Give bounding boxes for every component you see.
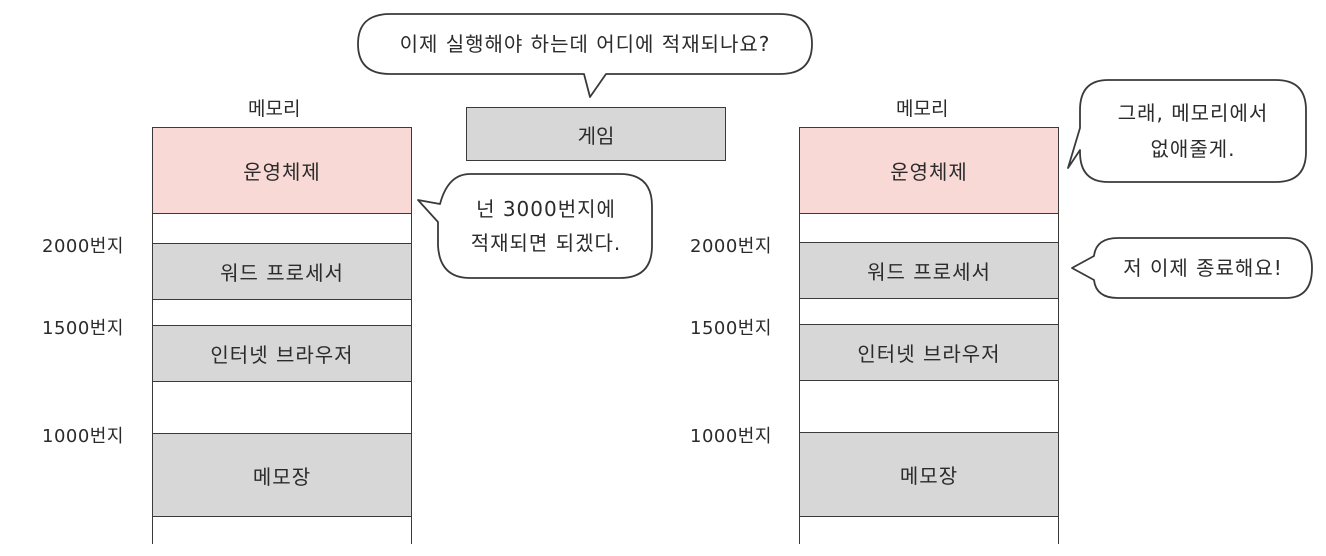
- right-empty-block-3: [800, 380, 1058, 432]
- right-top-bubble-line1: 그래, 메모리에서: [1117, 101, 1269, 125]
- right-notepad-label: 메모장: [899, 464, 959, 488]
- right-word-label: 워드 프로세서: [867, 260, 991, 284]
- left-word-block: 워드 프로세서: [153, 243, 411, 299]
- left-notepad-block: 메모장: [153, 433, 411, 516]
- right-empty-block-4: [800, 516, 1058, 544]
- left-browser-label: 인터넷 브라우저: [210, 343, 354, 367]
- left-address-1000: 1000번지: [42, 426, 124, 447]
- left-os-block: 운영체제: [153, 128, 411, 213]
- right-address-2000: 2000번지: [690, 236, 772, 257]
- left-empty-block-4: [153, 516, 411, 544]
- right-browser-block: 인터넷 브라우저: [800, 324, 1058, 380]
- right-address-1500: 1500번지: [690, 318, 772, 339]
- right-empty-block-2: [800, 298, 1058, 324]
- left-address-1500: 1500번지: [42, 318, 124, 339]
- left-bubble-line1: 넌 3000번지에: [476, 197, 616, 221]
- top-bubble-text: 이제 실행해야 하는데 어디에 적재되나요?: [399, 32, 771, 56]
- left-empty-block-2: [153, 299, 411, 325]
- right-memory-title: 메모리: [896, 98, 949, 120]
- right-browser-label: 인터넷 브라우저: [857, 342, 1001, 366]
- right-top-bubble-shape: [1067, 79, 1307, 183]
- right-memory-column: 운영체제 워드 프로세서 인터넷 브라우저 메모장: [799, 127, 1059, 544]
- right-address-1000: 1000번지: [690, 426, 772, 447]
- right-word-block: 워드 프로세서: [800, 242, 1058, 298]
- top-bubble-shape: [357, 13, 813, 98]
- right-bottom-bubble-shape: [1071, 237, 1313, 299]
- left-empty-block-3: [153, 381, 411, 433]
- right-os-label: 운영체제: [890, 160, 968, 184]
- left-address-2000: 2000번지: [42, 236, 124, 257]
- right-bottom-bubble-text: 저 이제 종료해요!: [1123, 256, 1283, 280]
- left-notepad-label: 메모장: [252, 464, 312, 489]
- game-label: 게임: [577, 123, 615, 148]
- right-top-bubble-line2: 없애줄게.: [1150, 137, 1236, 161]
- left-browser-block: 인터넷 브라우저: [153, 325, 411, 381]
- left-bubble-shape: [417, 173, 653, 279]
- left-memory-title: 메모리: [248, 98, 301, 120]
- right-notepad-block: 메모장: [800, 432, 1058, 516]
- left-memory-column: 운영체제 워드 프로세서 인터넷 브라우저 메모장: [152, 127, 412, 544]
- left-empty-block-1: [153, 213, 411, 243]
- left-word-label: 워드 프로세서: [220, 261, 344, 285]
- right-os-block: 운영체제: [800, 128, 1058, 213]
- left-os-label: 운영체제: [243, 160, 321, 184]
- right-empty-block-1: [800, 213, 1058, 242]
- game-block: 게임: [466, 107, 726, 161]
- left-bubble-line2: 적재되면 되겠다.: [470, 231, 622, 255]
